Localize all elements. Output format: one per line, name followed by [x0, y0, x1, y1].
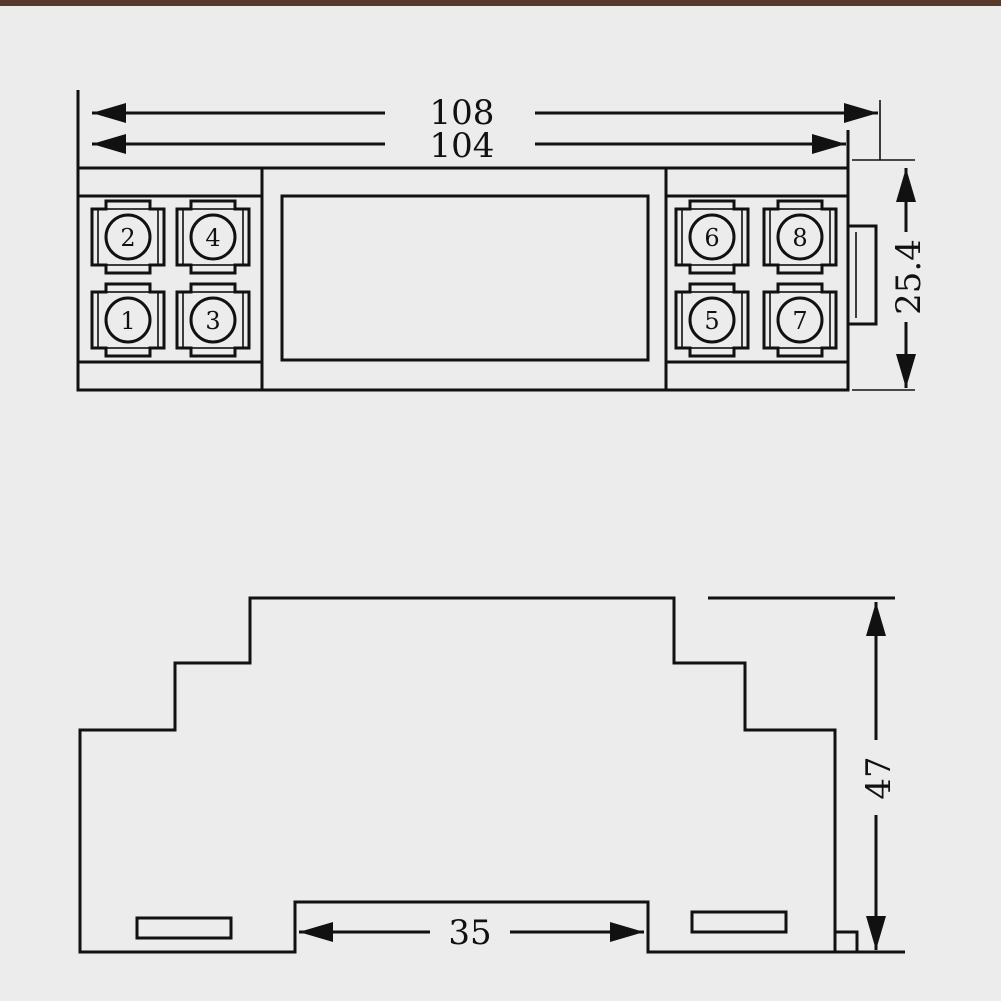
terminal-number: 1 — [120, 307, 135, 335]
terminal-recess — [97, 291, 159, 349]
terminal-number: 6 — [704, 224, 719, 252]
display-window — [280, 194, 650, 362]
terminal-recess — [182, 291, 244, 349]
terminal-number: 7 — [792, 307, 807, 335]
terminal-4: 4 — [175, 199, 251, 275]
terminal-recess — [97, 208, 159, 266]
terminal-2: 2 — [90, 199, 166, 275]
terminal-3: 3 — [175, 282, 251, 358]
terminal-1: 1 — [90, 282, 166, 358]
terminal-recess — [769, 208, 831, 266]
terminal-number: 8 — [792, 224, 807, 252]
dim-label-35: 35 — [448, 913, 491, 953]
terminal-screw — [776, 296, 824, 344]
terminal-number: 2 — [120, 224, 135, 252]
terminal-recess — [681, 208, 743, 266]
left-foot — [135, 916, 233, 940]
terminal-number: 5 — [704, 307, 719, 335]
terminal-screw — [189, 296, 237, 344]
terminal-7: 7 — [762, 282, 838, 358]
terminal-screw — [189, 213, 237, 261]
terminal-screw — [104, 296, 152, 344]
terminal-number: 3 — [205, 307, 220, 335]
terminal-group: 2 4 1 3 6 8 5 7 — [90, 199, 838, 358]
terminal-number: 4 — [205, 224, 220, 252]
side-profile — [78, 596, 837, 954]
terminal-screw — [688, 296, 736, 344]
side-view: 47 35 — [78, 596, 905, 954]
dim-label-108: 108 — [430, 93, 495, 133]
terminal-6: 6 — [674, 199, 750, 275]
terminal-screw — [104, 213, 152, 261]
dim-label-25-4: 25.4 — [889, 239, 929, 315]
terminal-screw — [776, 213, 824, 261]
terminal-recess — [182, 208, 244, 266]
terminal-screw — [688, 213, 736, 261]
dim-label-104: 104 — [430, 126, 495, 166]
terminal-5: 5 — [674, 282, 750, 358]
display-frame — [260, 166, 668, 392]
top-border — [0, 0, 1001, 6]
right-foot — [690, 910, 788, 934]
din-clip — [846, 224, 878, 326]
terminal-recess — [681, 291, 743, 349]
top-view: 108 104 2 4 1 3 6 8 5 7 25.4 — [76, 90, 929, 392]
dim-label-47: 47 — [859, 756, 899, 799]
terminal-8: 8 — [762, 199, 838, 275]
rail-hook — [833, 930, 859, 954]
terminal-recess — [769, 291, 831, 349]
